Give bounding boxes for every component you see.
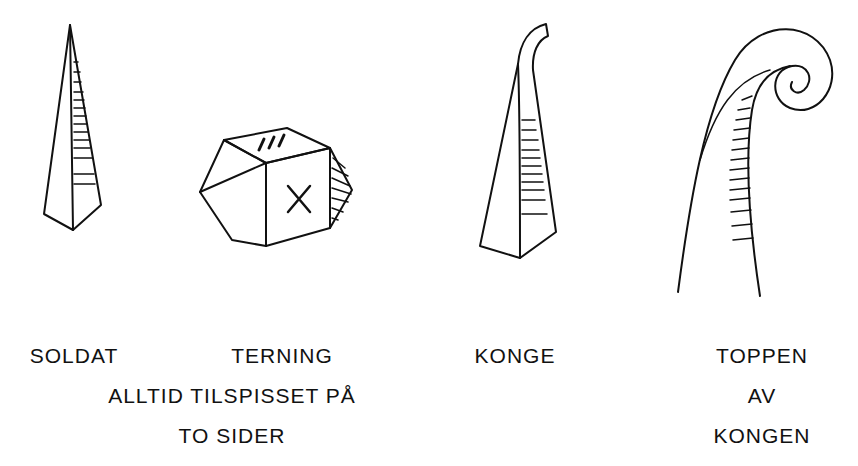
king-top-detail [678, 29, 832, 296]
king-piece [480, 24, 556, 258]
note-text: ALLTID TILSPISSET PÅ TO SIDER [107, 376, 357, 456]
soldier-piece [44, 25, 101, 230]
piece-name: KONGE [445, 336, 585, 376]
piece-name: TOPPEN AV KONGEN [706, 336, 818, 456]
die-piece [200, 128, 352, 246]
piece-name: SOLDAT [4, 336, 144, 376]
piece-name: TERNING [202, 336, 362, 376]
